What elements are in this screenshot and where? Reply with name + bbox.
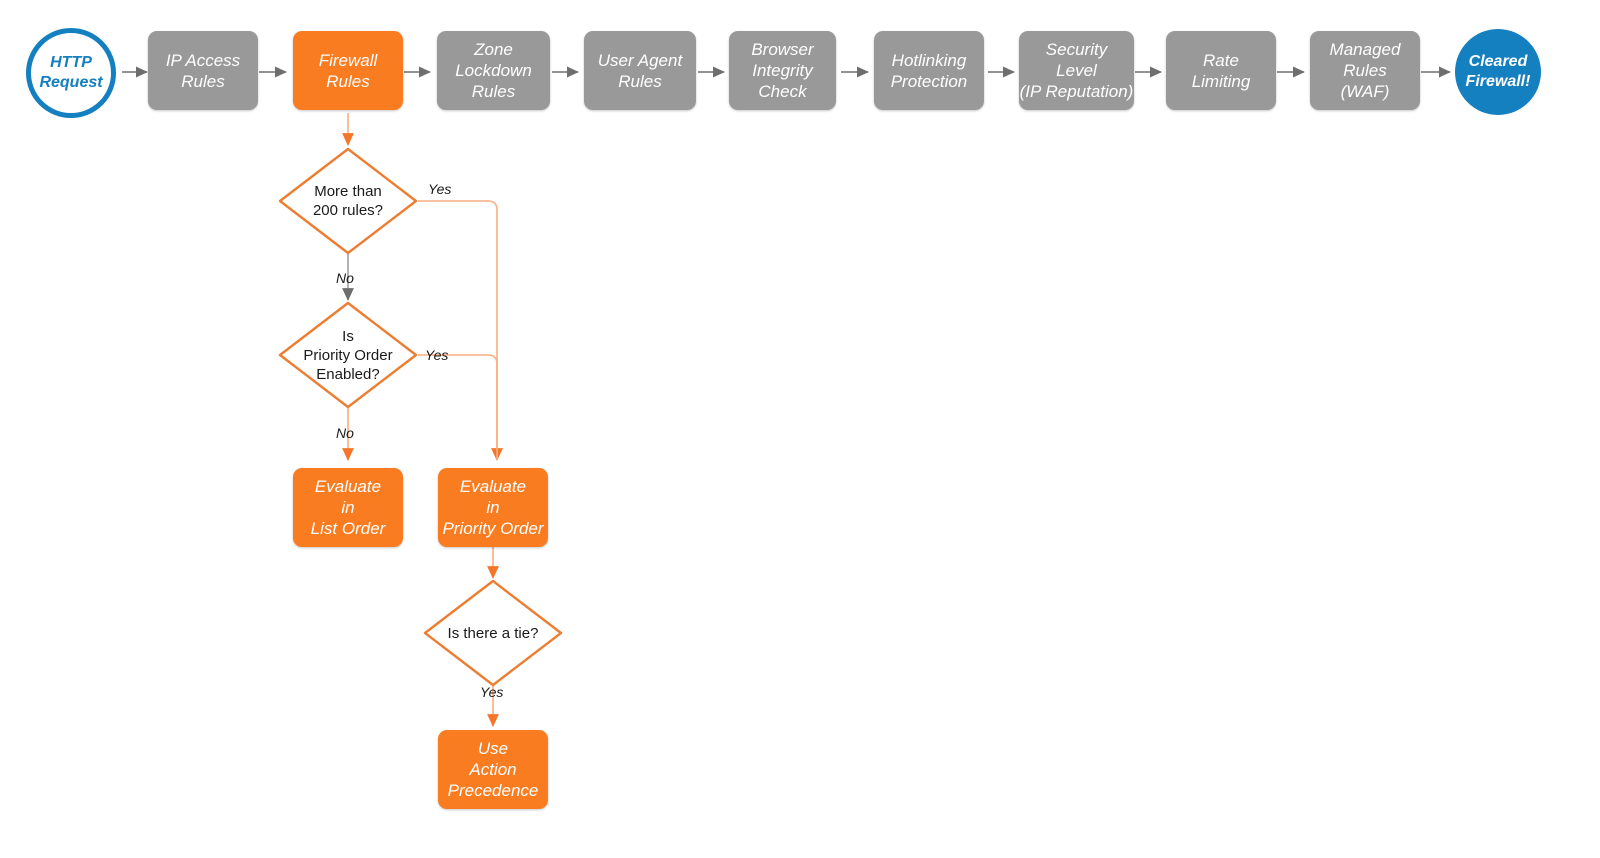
node-label: Evaluate in List Order xyxy=(310,477,386,538)
node-user-agent-rules[interactable]: User Agent Rules xyxy=(584,31,696,110)
node-use-action-precedence[interactable]: Use Action Precedence xyxy=(438,730,548,809)
diamond-shape xyxy=(423,579,563,687)
node-label: Hotlinking Protection xyxy=(890,50,968,91)
decision-label: Is Priority Order Enabled? xyxy=(303,327,393,383)
node-label: Rate Limiting xyxy=(1191,50,1251,91)
edge-label-yes-200-rules: Yes xyxy=(428,181,452,197)
edge-label-no-200-rules: No xyxy=(336,270,354,286)
edge-label-yes-tie: Yes xyxy=(480,684,504,700)
decision-more-than-200-rules[interactable]: More than 200 rules? xyxy=(277,146,419,256)
decision-is-there-a-tie[interactable]: Is there a tie? xyxy=(422,578,564,688)
diamond-shape xyxy=(278,147,418,255)
node-label: Managed Rules (WAF) xyxy=(1329,40,1401,101)
node-label: Security Level (IP Reputation) xyxy=(1019,40,1134,101)
node-firewall-rules[interactable]: Firewall Rules xyxy=(293,31,403,110)
node-label: IP Access Rules xyxy=(165,50,241,91)
node-security-level[interactable]: Security Level (IP Reputation) xyxy=(1019,31,1134,110)
node-browser-integrity-check[interactable]: Browser Integrity Check xyxy=(729,31,836,110)
node-http-request[interactable]: HTTP Request xyxy=(26,28,116,118)
node-label: User Agent Rules xyxy=(597,50,683,91)
node-evaluate-in-priority-order[interactable]: Evaluate in Priority Order xyxy=(438,468,548,547)
decision-label: More than 200 rules? xyxy=(312,183,384,219)
decision-is-priority-order-enabled[interactable]: Is Priority Order Enabled? xyxy=(277,300,419,410)
node-label: Zone Lockdown Rules xyxy=(455,40,532,101)
node-evaluate-in-list-order[interactable]: Evaluate in List Order xyxy=(293,468,403,547)
edge-label-yes-priority-order: Yes xyxy=(425,347,449,363)
node-label: Cleared Firewall! xyxy=(1465,53,1531,90)
node-hotlinking-protection[interactable]: Hotlinking Protection xyxy=(874,31,984,110)
node-label: HTTP Request xyxy=(39,54,103,91)
decision-label: Is there a tie? xyxy=(447,624,539,642)
diamond-shape xyxy=(278,301,418,409)
node-cleared-firewall[interactable]: Cleared Firewall! xyxy=(1455,29,1541,115)
node-label: Browser Integrity Check xyxy=(751,40,814,101)
node-ip-access-rules[interactable]: IP Access Rules xyxy=(148,31,258,110)
edge-label-no-priority-order: No xyxy=(336,425,354,441)
node-label: Firewall Rules xyxy=(318,50,378,91)
node-zone-lockdown-rules[interactable]: Zone Lockdown Rules xyxy=(437,31,550,110)
node-label: Evaluate in Priority Order xyxy=(442,477,544,538)
node-managed-rules-waf[interactable]: Managed Rules (WAF) xyxy=(1310,31,1420,110)
node-rate-limiting[interactable]: Rate Limiting xyxy=(1166,31,1276,110)
node-label: Use Action Precedence xyxy=(447,739,539,800)
